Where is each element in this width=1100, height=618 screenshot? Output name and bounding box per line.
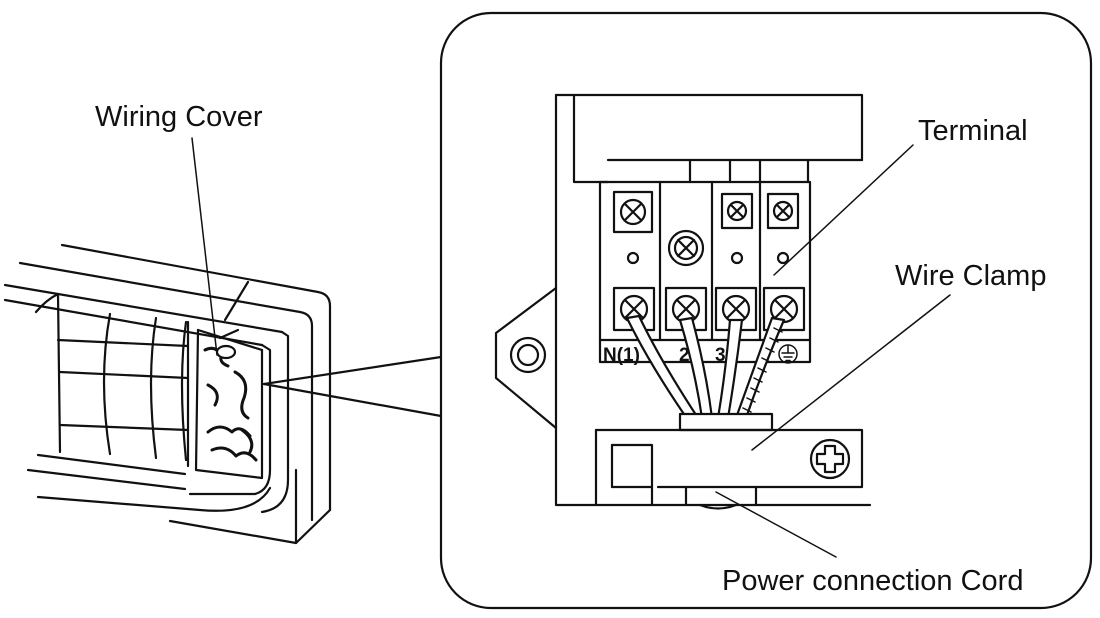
indoor-unit — [3, 243, 332, 545]
earth-ground-icon — [778, 344, 798, 364]
wire-clamp — [594, 412, 864, 507]
wiring-cover-label: Wiring Cover — [95, 101, 263, 133]
mounting-ear — [494, 286, 558, 430]
screw-n1-top — [612, 190, 654, 234]
zoom-line-top — [262, 355, 443, 386]
detail-panel — [439, 11, 1093, 610]
screw-3-top — [720, 192, 754, 230]
power-cord-leader — [715, 491, 837, 558]
power-cord-callout: Power connection Cord — [722, 565, 1023, 597]
wire-clamp-leader — [751, 294, 951, 451]
screw-2-top — [667, 229, 705, 267]
terminal-label-3: 3 — [715, 345, 726, 366]
terminal-leader — [773, 144, 914, 276]
mounting-plate — [554, 93, 872, 507]
wiring-cover-leader — [191, 137, 218, 356]
terminal-label-2: 2 — [679, 345, 690, 366]
screw-earth-top — [766, 192, 800, 230]
power-wires — [625, 314, 786, 422]
terminal-label-n1: N(1) — [603, 345, 640, 366]
cross-screw-icon — [809, 438, 851, 480]
wire-clamp-callout: Wire Clamp — [895, 260, 1046, 292]
zoom-line-bottom — [262, 382, 443, 418]
terminal-callout: Terminal — [918, 115, 1028, 147]
